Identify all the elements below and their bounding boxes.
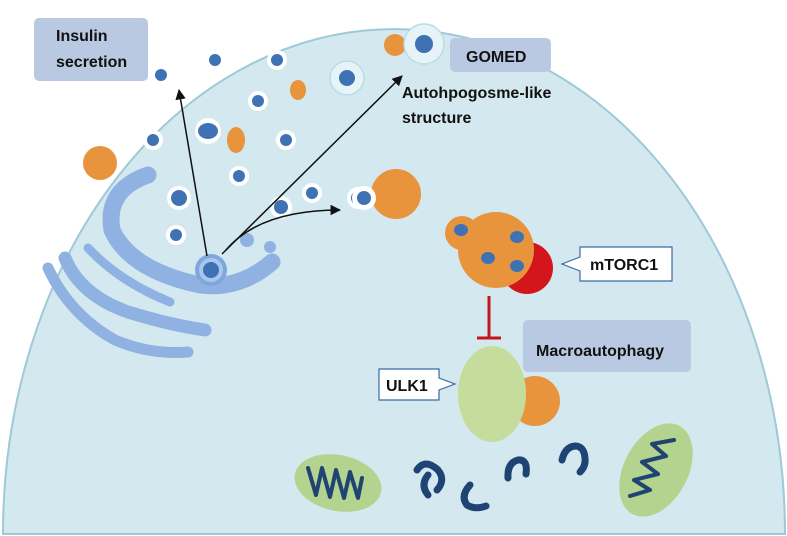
insulin-granule-icon xyxy=(195,254,227,286)
insulin-granule-icon xyxy=(143,130,163,150)
damaged-mitochondria-fragments xyxy=(413,442,589,512)
mitochondrion-icon xyxy=(619,423,693,517)
insulin-granule-icon xyxy=(167,186,191,210)
lysosome-icon xyxy=(83,146,117,180)
ulk1-callout: ULK1 xyxy=(378,368,457,401)
insulin-granule-icon xyxy=(151,65,171,85)
ulk1-text: ULK1 xyxy=(386,378,428,395)
mitochondrion-icon xyxy=(294,454,382,512)
insulin-granule-icon xyxy=(166,225,186,245)
arrow-to-gomed xyxy=(221,75,403,255)
mtorc1-callout: mTORC1 xyxy=(560,246,673,282)
insulin-secretion-label: Insulin secretion xyxy=(34,18,148,81)
insulin-granule-icon xyxy=(329,60,365,96)
mtorc1-text: mTORC1 xyxy=(590,257,658,274)
insulin-secretion-line2: secretion xyxy=(56,54,127,71)
trafficking-arrows xyxy=(175,75,403,257)
insulin-granule-icon xyxy=(205,50,225,70)
lysosome-icon xyxy=(290,80,306,100)
autophagosome-line1: Autohpogosme-like xyxy=(402,85,551,102)
autophagosome-like-structure-label: Autohpogosme-like structure xyxy=(402,85,551,127)
insulin-secretion-line1: Insulin xyxy=(56,28,108,45)
insulin-granule-icon xyxy=(302,183,322,203)
autophagosome-line2: structure xyxy=(402,110,471,127)
cell-membrane xyxy=(1,28,787,535)
arrow-to-lysosome xyxy=(225,204,342,251)
insulin-granule-icon xyxy=(276,130,296,150)
gomed-autophagosome-like-structure xyxy=(384,23,445,65)
golgi-apparatus-icon xyxy=(42,166,281,358)
insulin-granule-icon xyxy=(229,166,249,186)
macroautophagy-label: Macroautophagy xyxy=(523,320,691,372)
insulin-granule-icon xyxy=(267,50,287,70)
macroautophagy-text: Macroautophagy xyxy=(536,343,664,360)
gomed-text: GOMED xyxy=(466,49,526,66)
insulin-granule-icon xyxy=(248,91,268,111)
mtorc1-complex-icon xyxy=(445,212,553,294)
gomed-label: GOMED xyxy=(450,38,551,72)
ulk1-complex-icon xyxy=(458,346,560,442)
insulin-granule-icon xyxy=(195,118,221,144)
arrow-to-insulin-secretion xyxy=(175,88,208,257)
lysosome-icon xyxy=(227,127,245,153)
inhibition-bar xyxy=(477,296,501,340)
lysosomes xyxy=(83,80,306,180)
lysosome-granule-fusion xyxy=(352,169,421,219)
